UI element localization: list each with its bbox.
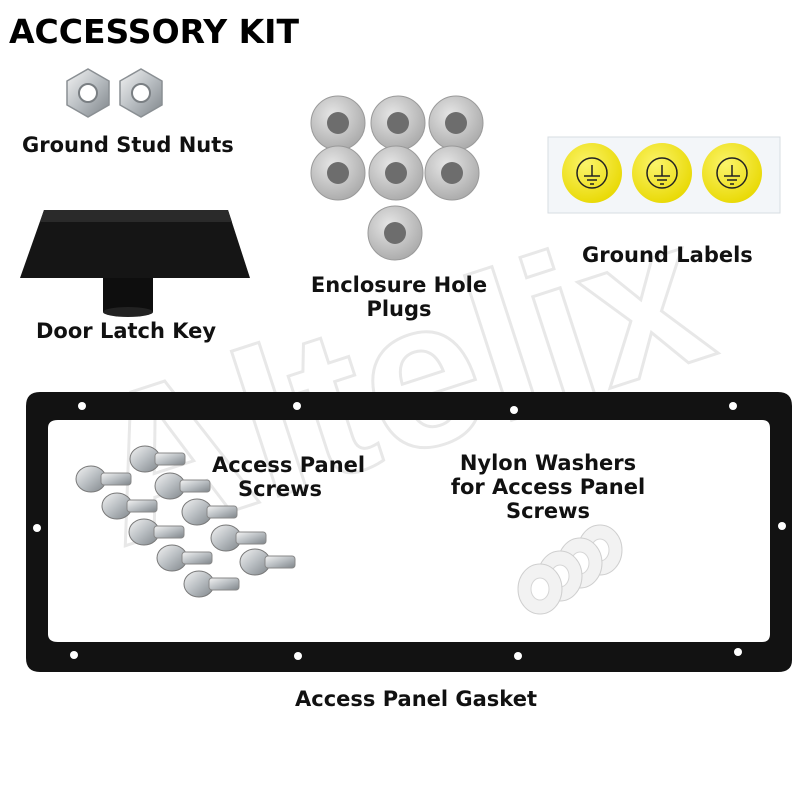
- access-panel-gasket-image: [26, 392, 792, 672]
- access-panel-screws-label-line1: Access Panel: [212, 453, 366, 477]
- nylon-washers-label-line1: Nylon Washers: [459, 451, 637, 475]
- ground-stud-nuts-image: [66, 68, 163, 118]
- ground-stud-nuts-label: Ground Stud Nuts: [22, 133, 234, 157]
- nylon-washers-label-line3: Screws: [505, 499, 591, 523]
- door-latch-key-label: Door Latch Key: [36, 319, 217, 343]
- page-title: ACCESSORY KIT: [9, 12, 299, 51]
- enclosure-hole-plugs-image: [310, 95, 484, 261]
- ground-labels-image: [547, 136, 781, 214]
- enclosure-hole-plugs-label-line1: Enclosure Hole: [310, 273, 488, 297]
- door-latch-key-image: [20, 210, 250, 317]
- access-panel-screws-label-line2: Screws: [237, 477, 323, 501]
- access-panel-gasket-label: Access Panel Gasket: [295, 687, 537, 711]
- enclosure-hole-plugs-label-line2: Plugs: [366, 297, 432, 321]
- nylon-washers-image: [517, 524, 623, 615]
- nylon-washers-label-line2: for Access Panel: [450, 475, 646, 499]
- access-panel-screws-image: [75, 445, 296, 598]
- ground-labels-label: Ground Labels: [582, 243, 753, 267]
